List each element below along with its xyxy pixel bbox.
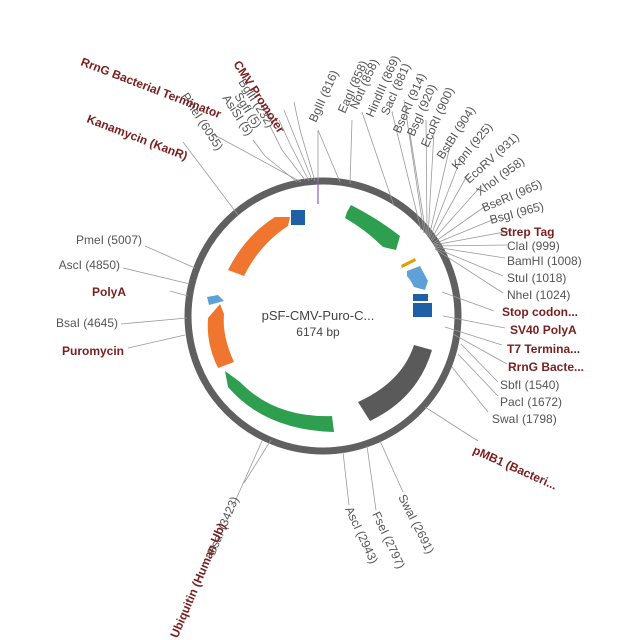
feature-label[interactable]: PolyA: [92, 285, 126, 299]
feature-t7-terminator[interactable]: [413, 303, 432, 317]
feature-arcs: [207, 178, 432, 432]
site-label[interactable]: StuI (1018): [507, 271, 566, 285]
feature-rrng-terminator[interactable]: [291, 210, 305, 225]
site-label[interactable]: SwaI (2691): [395, 492, 437, 556]
leader-lines: [120, 99, 511, 511]
feature-label[interactable]: T7 Termina...: [507, 342, 580, 356]
feature-sv40-polya[interactable]: [413, 294, 428, 301]
feature-ubiquitin[interactable]: [225, 371, 334, 432]
feature-label[interactable]: Puromycin: [62, 344, 124, 358]
feature-puromycin[interactable]: [207, 304, 234, 368]
feature-label[interactable]: RrnG Bacterial Terminator: [79, 55, 224, 122]
site-label[interactable]: NheI (1024): [507, 288, 570, 302]
feature-label[interactable]: Ubiquitin (Human Ub): [167, 521, 228, 640]
backbone-circle: [184, 177, 462, 455]
site-label[interactable]: PacI (1672): [500, 395, 562, 409]
feature-kanamycin[interactable]: [228, 217, 290, 276]
site-label[interactable]: AscI (4850): [59, 258, 120, 272]
feature-label[interactable]: Stop codon...: [502, 305, 578, 319]
feature-polya[interactable]: [207, 295, 224, 305]
plasmid-size: 6174 bp: [296, 325, 340, 339]
site-label[interactable]: SbfI (1540): [500, 378, 559, 392]
site-label[interactable]: BamHI (1008): [507, 254, 582, 268]
feature-label[interactable]: Strep Tag: [500, 225, 554, 239]
feature-label[interactable]: Kanamycin (KanR): [85, 112, 190, 163]
site-label[interactable]: BglII (816): [306, 68, 341, 124]
site-label[interactable]: SwaI (1798): [492, 412, 557, 426]
feature-pmb1[interactable]: [358, 345, 432, 421]
feature-label[interactable]: pMB1 (Bacteri...: [471, 443, 560, 493]
site-label[interactable]: BsaI (4645): [56, 316, 118, 330]
feature-label[interactable]: SV40 PolyA: [510, 323, 577, 337]
plasmid-name: pSF-CMV-Puro-C...: [262, 308, 375, 323]
feature-label[interactable]: RrnG Bacte...: [508, 360, 584, 374]
feature-strep-tag[interactable]: [401, 258, 416, 268]
feature-stop-codon[interactable]: [407, 266, 428, 290]
site-label[interactable]: ClaI (999): [507, 239, 560, 253]
site-label[interactable]: PmeI (5007): [76, 233, 142, 247]
feature-cmv-promoter[interactable]: [345, 205, 400, 250]
